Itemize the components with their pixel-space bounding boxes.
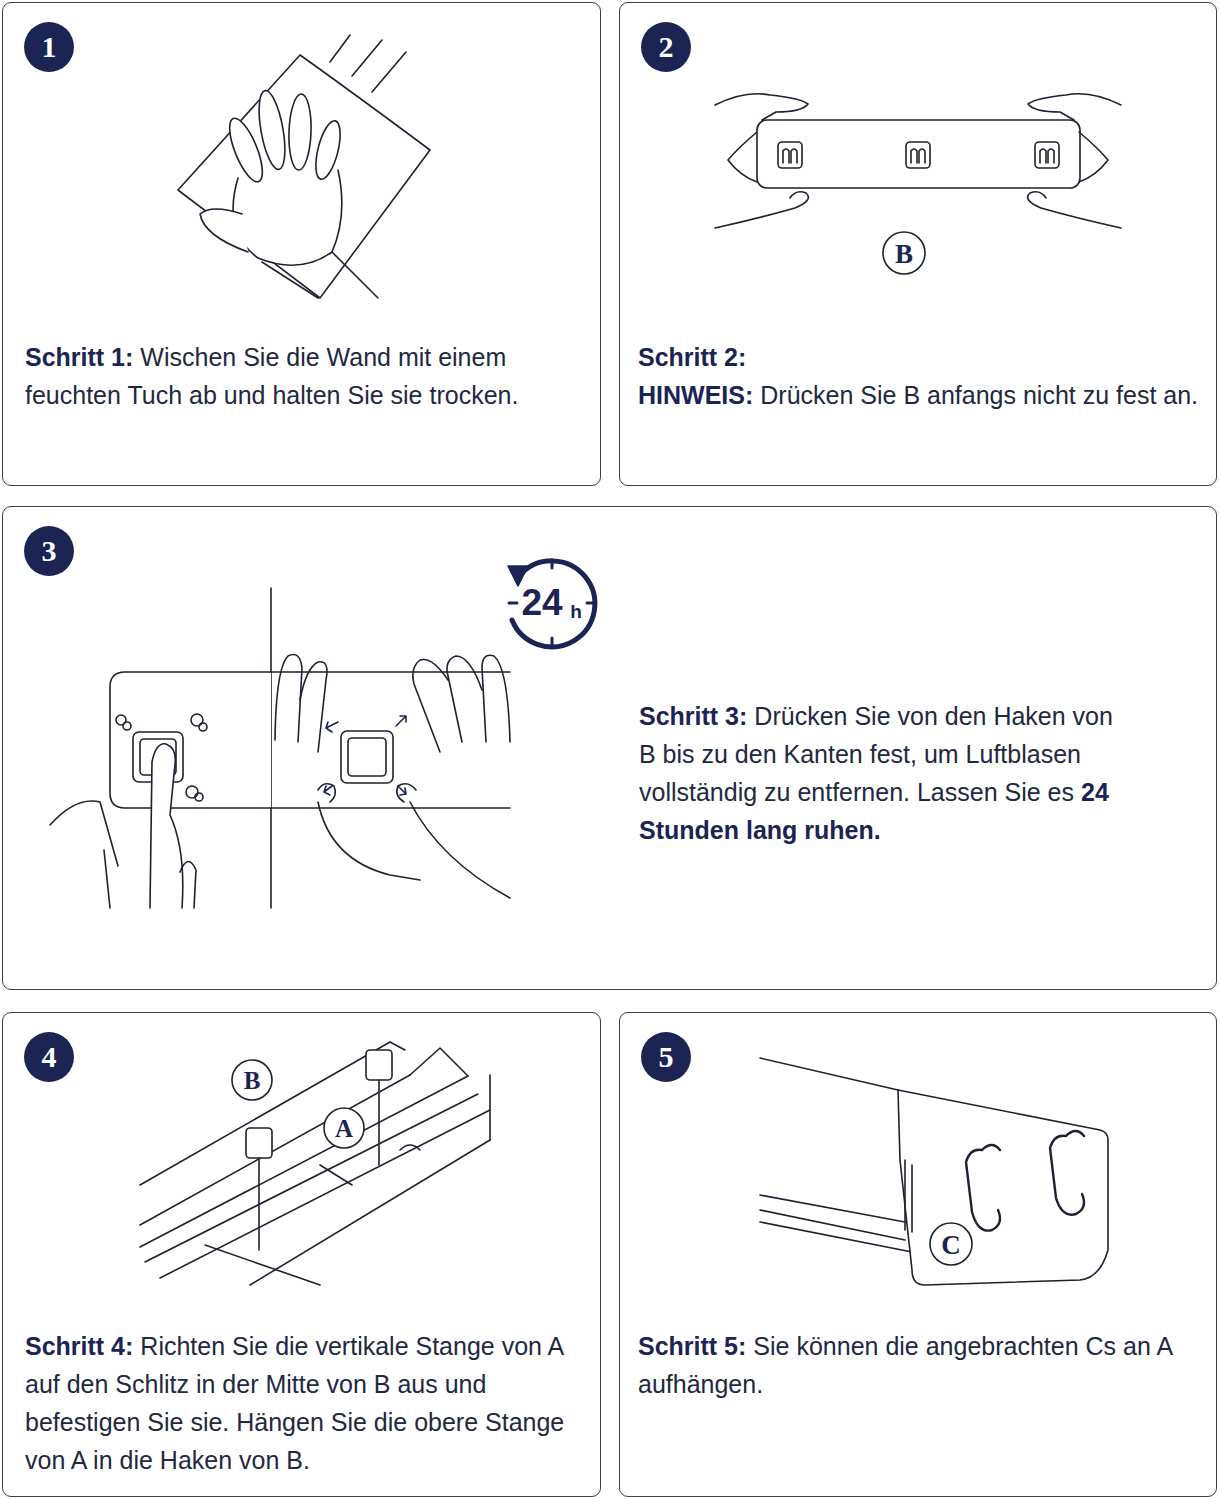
step-panel: 5Schritt 5:Sie können die angebrachten C… bbox=[619, 1012, 1217, 1497]
step-text: Schritt 2: HINWEIS:Drücken Sie B anfangs … bbox=[638, 338, 1203, 414]
step-text: Schritt 4:Richten Sie die vertikale Stan… bbox=[25, 1327, 585, 1479]
timer-text: h bbox=[570, 601, 582, 623]
hooks-illustration bbox=[760, 1058, 1108, 1285]
step-panel: 2Schritt 2: HINWEIS:Drücken Sie B anfangs… bbox=[619, 2, 1217, 486]
part-letter: A bbox=[335, 1115, 353, 1143]
step-number: 3 bbox=[24, 526, 74, 576]
step-heading: Schritt 1: bbox=[25, 343, 133, 371]
part-letter: B bbox=[895, 239, 913, 270]
step-panel: 1Schritt 1:Wischen Sie die Wand mit eine… bbox=[2, 2, 601, 486]
step-number: 5 bbox=[641, 1032, 691, 1082]
step-body: Drücken Sie B anfangs nicht zu fest an. bbox=[760, 381, 1198, 409]
step-number: 4 bbox=[24, 1032, 74, 1082]
step-number-text: 5 bbox=[659, 1040, 674, 1074]
step-number-text: 3 bbox=[42, 534, 57, 568]
step-body: HINWEIS: bbox=[638, 381, 753, 409]
step-panel: 3Schritt 3:Drücken Sie von den Haken von… bbox=[2, 506, 1217, 990]
wipe-illustration bbox=[178, 35, 430, 298]
part-letter: B bbox=[244, 1067, 261, 1095]
step-number: 1 bbox=[24, 22, 74, 72]
step-number-text: 2 bbox=[659, 30, 674, 64]
step-heading: Schritt 3: bbox=[639, 702, 747, 730]
step-number-text: 4 bbox=[42, 1040, 57, 1074]
part-letter: C bbox=[941, 1230, 961, 1261]
timer-text: 24 bbox=[521, 582, 562, 624]
step-heading: Schritt 5: bbox=[638, 1332, 746, 1360]
strip-illustration bbox=[715, 94, 1121, 274]
shelf-illustration bbox=[140, 1042, 490, 1285]
step-text: Schritt 5:Sie können die angebrachten Cs… bbox=[638, 1327, 1203, 1403]
step-heading: Schritt 2: bbox=[638, 338, 1203, 376]
step-text: Schritt 3:Drücken Sie von den Haken von … bbox=[639, 697, 1129, 849]
step-number: 2 bbox=[641, 22, 691, 72]
step-panel: 4Schritt 4:Richten Sie die vertikale Sta… bbox=[2, 1012, 601, 1497]
press-illustration bbox=[50, 560, 595, 908]
step-number-text: 1 bbox=[42, 30, 57, 64]
step-heading: Schritt 4: bbox=[25, 1332, 133, 1360]
step-text: Schritt 1:Wischen Sie die Wand mit einem… bbox=[25, 338, 590, 414]
